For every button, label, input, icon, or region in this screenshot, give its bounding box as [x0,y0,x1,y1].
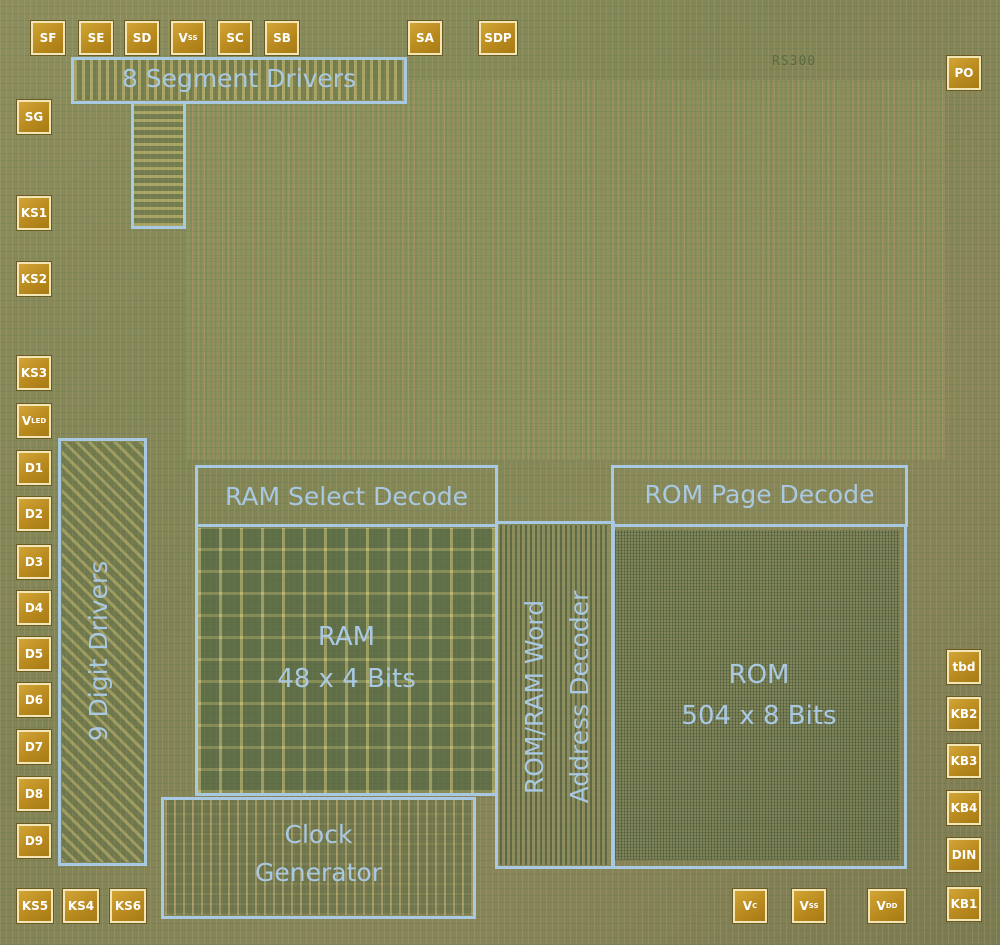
pad-sdp: SDP [479,21,517,55]
clock-label: Clock [284,820,353,849]
ram-array-circuitry [198,528,496,793]
ram-box [195,524,498,796]
clock-generator-box [161,797,476,919]
rom-size-label: 504 x 8 Bits [681,701,837,731]
pad-ks6: KS6 [110,889,146,923]
segment-drivers-label: 8 Segment Drivers [121,64,357,93]
address-decoder-label-line2: Address Decoder [565,590,594,804]
pad-d5: D5 [17,637,51,671]
rom-array-circuitry [615,530,900,860]
pad-se: SE [79,21,113,55]
pad-d1: D1 [17,451,51,485]
pad-sc: SC [218,21,252,55]
pad-d4: D4 [17,591,51,625]
pad-d8: D8 [17,777,51,811]
pad-ks5: KS5 [17,889,53,923]
chip-marking: RS300 [772,54,817,69]
pad-sb: SB [265,21,299,55]
pad-tbd: tbd [947,650,981,684]
pad-kb1: KB1 [947,887,981,921]
pad-kb3: KB3 [947,744,981,778]
digit-drivers-box [58,438,147,866]
pad-ks3: KS3 [17,356,51,390]
clock-generator-label: Generator [255,858,382,887]
pad-d7: D7 [17,730,51,764]
segment-drivers-column-box [131,101,186,229]
pad-d3: D3 [17,545,51,579]
clock-circuitry [165,800,475,915]
rom-box [611,524,907,869]
pad-sf: SF [31,21,65,55]
digit-driver-circuitry [62,442,144,862]
rom-label: ROM [728,660,790,690]
ram-label: RAM [317,622,376,652]
segment-driver-column-circuitry [134,104,184,226]
pad-sg: SG [17,100,51,134]
pad-ks2: KS2 [17,262,51,296]
pad-sd: SD [125,21,159,55]
pad-ks4: KS4 [63,889,99,923]
pad-d9: D9 [17,824,51,858]
pad-din: DIN [947,838,981,872]
pad-kb2: KB2 [947,697,981,731]
ram-select-decode-label: RAM Select Decode [225,482,468,511]
pad-d6: D6 [17,683,51,717]
segment-drivers-box [71,57,407,104]
segment-driver-circuitry [74,60,404,100]
rom-page-decode-label: ROM Page Decode [644,480,875,509]
decoder-circuitry [500,525,610,865]
pad-kb4: KB4 [947,791,981,825]
ram-size-label: 48 x 4 Bits [277,664,416,694]
pad-sa: SA [408,21,442,55]
pad-ks1: KS1 [17,196,51,230]
digit-drivers-label: 9 Digit Drivers [84,560,113,742]
pad-po: PO [947,56,981,90]
random-logic-area [185,80,945,460]
pad-d2: D2 [17,497,51,531]
address-decoder-label-line1: ROM/RAM Word [520,599,549,795]
